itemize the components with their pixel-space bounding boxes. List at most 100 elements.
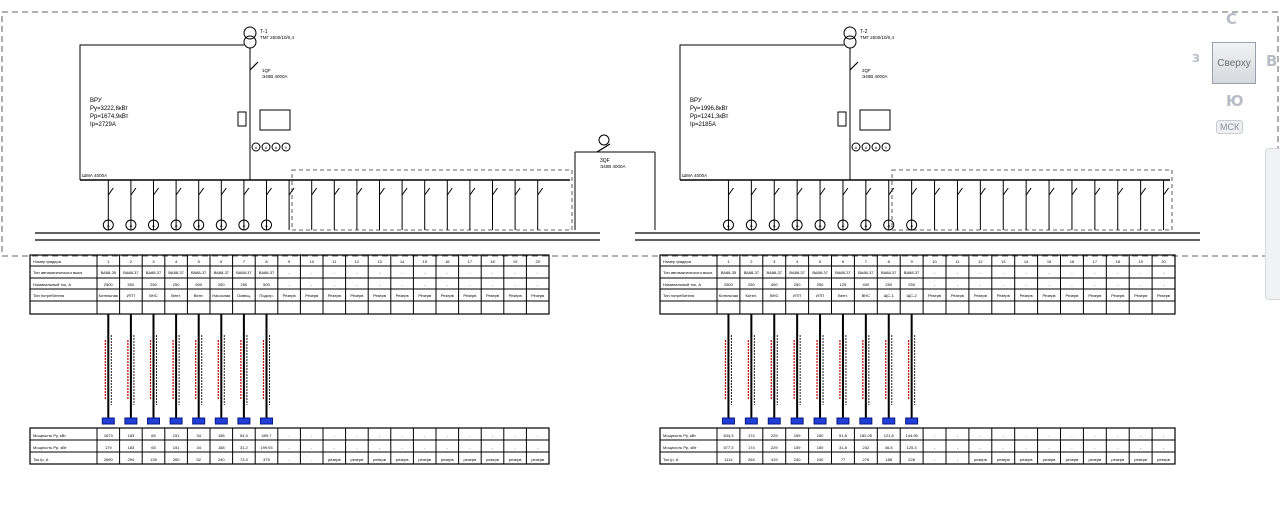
table-cell: - (401, 282, 403, 287)
transformer-spec: ТМГ 2500/10/0,4 (260, 35, 294, 40)
table-cell: 499,7 (261, 433, 272, 438)
feeder-breaker-icon (311, 187, 318, 196)
table-cell: - (514, 270, 516, 275)
ammeter-symbol: A (865, 145, 868, 150)
feeder-ammeter-icon (102, 219, 114, 231)
table-cell: 1 (727, 259, 730, 264)
table-cell: резерв (1088, 457, 1101, 462)
table-cell: Резерв (441, 293, 454, 298)
table-cell: ВНС (149, 293, 158, 298)
table-cell: ВА88-37 (259, 270, 275, 275)
table-cell: - (334, 445, 336, 450)
feeder-table (659, 254, 1176, 315)
table-cell: ВА88-37 (744, 270, 760, 275)
feeder-breaker-icon (446, 187, 453, 196)
table-cell: - (957, 445, 959, 450)
table-cell: - (401, 270, 403, 275)
table-cell: 65 (151, 433, 156, 438)
table-cell: 500 (263, 282, 270, 287)
viewcube-east[interactable]: В (1266, 52, 1278, 70)
table-cell: ВНС (862, 293, 871, 298)
table-cell: 229 (771, 433, 778, 438)
table-cell: 159 (794, 445, 801, 450)
table-cell: - (311, 457, 313, 462)
viewcube-west[interactable]: З (1192, 52, 1200, 65)
table-cell: Резерв (1065, 293, 1078, 298)
table-cell: - (424, 445, 426, 450)
table-cell: 634,3 (723, 433, 734, 438)
table-cell: 18 (490, 259, 495, 264)
table-cell: - (1094, 270, 1096, 275)
feeder-breaker-icon (750, 187, 757, 196)
viewcube-south[interactable]: Ю (1226, 92, 1244, 110)
ucs-dropdown[interactable]: МСК (1216, 120, 1244, 134)
navigation-bar[interactable] (1265, 148, 1280, 300)
table-cell: - (980, 445, 982, 450)
table-cell: Резерв (486, 293, 499, 298)
feeder-ammeter-symbol: A (175, 223, 178, 228)
feeder-ammeter-icon (814, 219, 826, 231)
feeder-breaker-icon (842, 187, 849, 196)
table-cell: 250 (241, 282, 248, 287)
feeder-breaker-icon (401, 187, 408, 196)
viewcube-north[interactable]: С (1226, 10, 1238, 28)
feeder-breaker-icon (819, 187, 826, 196)
tie-breaker-label: 3QF (600, 158, 610, 164)
table-cell: 18 (1116, 259, 1121, 264)
table-cell: резерв (531, 457, 544, 462)
transformer-label: Т-2 (860, 29, 868, 35)
table-cell: - (537, 282, 539, 287)
table-cell: Вент. (838, 293, 848, 298)
table-cell: 199,93 (260, 445, 273, 450)
table-cell: 16 (445, 259, 450, 264)
table-cell: - (1140, 445, 1142, 450)
load-terminal-icon (192, 417, 206, 425)
table-cell: 17 (1093, 259, 1098, 264)
table-cell: 12 (978, 259, 983, 264)
table-cell: Резерв (350, 293, 363, 298)
feeder-breaker-icon (1048, 187, 1055, 196)
table-cell: 4 (796, 259, 799, 264)
table-row-label: Мощность Рр, кВт (33, 445, 67, 450)
table-cell: Вент. (171, 293, 181, 298)
table-cell: 419 (771, 457, 778, 462)
load-terminal-icon (790, 417, 804, 425)
feeder-ammeter-icon (261, 219, 272, 231)
table-cell: 15 (1047, 259, 1052, 264)
load-terminal-icon (813, 417, 827, 425)
table-cell: 31,8 (839, 445, 848, 450)
table-cell: - (934, 270, 936, 275)
viewcube-top-face[interactable]: Сверху (1212, 42, 1256, 84)
table-cell: 19 (513, 259, 518, 264)
table-cell: 16 (1070, 259, 1075, 264)
table-cell: - (1094, 282, 1096, 287)
table-cell: - (980, 433, 982, 438)
load-terminal-icon (882, 417, 896, 425)
main-breaker-label: 2QF (862, 68, 871, 73)
table-cell: - (356, 282, 358, 287)
table-cell: резерв (509, 457, 522, 462)
table-cell: 11 (955, 259, 960, 264)
table-cell: - (424, 282, 426, 287)
feeder-ammeter-icon (906, 219, 918, 231)
table-cell: 9 (288, 259, 291, 264)
viewcube[interactable]: С В З Сверху Ю МСК (1192, 10, 1280, 140)
table-cell: 3 (152, 259, 155, 264)
table-cell: 12 (355, 259, 360, 264)
feeder-breaker-icon (1117, 187, 1124, 196)
table-cell: 3 (773, 259, 776, 264)
transformer-winding-icon (243, 26, 257, 40)
table-cell: - (957, 282, 959, 287)
table-cell: 260 (173, 457, 180, 462)
transformer-spec: ТМГ 2500/10/0,4 (860, 35, 894, 40)
table-cell: 144,95 (906, 433, 919, 438)
table-cell: - (1025, 433, 1027, 438)
feeder-breaker-icon (1002, 187, 1009, 196)
table-cell: 150 (817, 433, 824, 438)
table-cell: 182,05 (860, 433, 873, 438)
feeder-ammeter-icon (791, 219, 803, 231)
vru-label: ВРУ (690, 98, 702, 104)
feeder-ammeter-symbol: A (243, 223, 246, 228)
feeder-ammeter-icon (745, 219, 757, 231)
